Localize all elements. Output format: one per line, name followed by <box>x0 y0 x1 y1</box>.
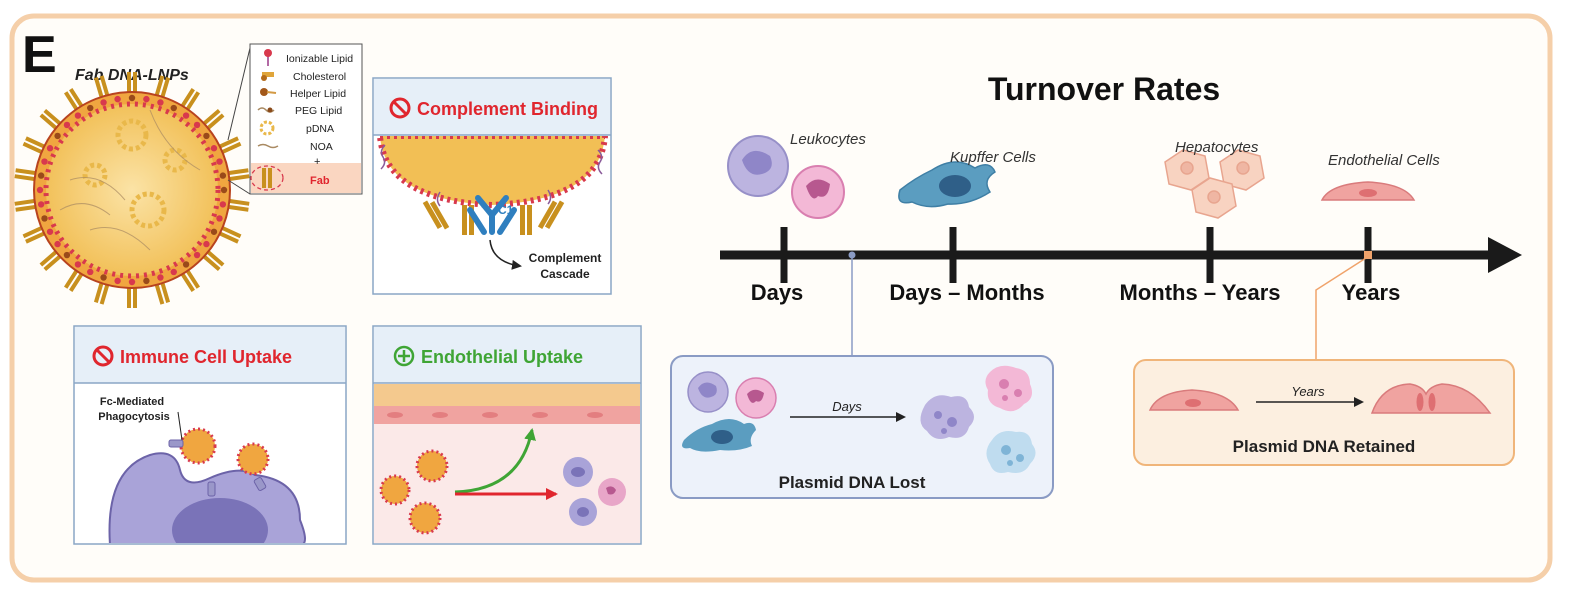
fc-label-line2: Phagocytosis <box>98 411 170 423</box>
ionizable-lipid-icon <box>264 49 272 66</box>
endothelium-layer <box>374 406 640 424</box>
c1-label: C1 <box>498 203 514 217</box>
plasmid-retained-panel: Years Plasmid DNA Retained <box>1133 359 1515 466</box>
turnover-timeline <box>720 227 1522 283</box>
fab-icon <box>127 284 137 308</box>
apoptotic-cells <box>920 365 1036 473</box>
endothelial-title: Endothelial Uptake <box>421 347 583 367</box>
no-icon <box>389 97 411 119</box>
fab-icon <box>93 75 111 102</box>
lnp-membrane <box>43 101 221 279</box>
timeline-arrowhead <box>1488 237 1522 273</box>
complement-title: Complement Binding <box>417 99 598 119</box>
legend-pdna: pDNA <box>306 123 334 135</box>
turnover-title: Turnover Rates <box>988 71 1220 107</box>
endothelial-uptake-arrow <box>454 428 536 494</box>
plasmid-lost-caption: Plasmid DNA Lost <box>779 473 926 492</box>
leukocytes-illustration <box>727 135 845 219</box>
cascade-label-line2: Cascade <box>540 267 590 281</box>
fab-icon <box>224 168 250 182</box>
macrophage-nucleus <box>172 498 268 543</box>
immune-lnp-1 <box>179 427 217 465</box>
retained-arrow-label: Years <box>1291 384 1325 399</box>
lnp-illustration <box>14 72 250 308</box>
legend-fab: Fab <box>310 175 330 187</box>
endothelial-cell-illustration <box>1320 181 1416 201</box>
fab-icon <box>178 266 201 292</box>
tick-days-months: Days – Months <box>889 280 1044 305</box>
fab-icon <box>93 278 111 305</box>
fab-icon <box>63 266 86 292</box>
lnp-title: Fab DNA-LNPs <box>75 67 189 84</box>
tissue-layer <box>374 384 640 406</box>
fab-icon <box>22 136 49 156</box>
fab-icon <box>224 198 250 212</box>
fab-icon <box>199 108 225 133</box>
hepatocytes-illustration <box>1164 149 1265 219</box>
lost-arrow-label: Days <box>832 399 862 414</box>
leukocyte-cluster <box>563 457 626 526</box>
endothelial-nuclei <box>387 412 603 418</box>
no-icon <box>92 345 114 367</box>
label-kupffer-cells: Kupffer Cells <box>950 149 1036 166</box>
fab-icon <box>14 198 40 212</box>
complement-binding-panel: Complement Binding <box>372 77 612 295</box>
plasmid-retained-caption: Plasmid DNA Retained <box>1233 437 1416 456</box>
label-endothelial-cells: Endothelial Cells <box>1328 152 1440 169</box>
lnp-surface <box>376 136 609 209</box>
fc-label-line1: Fc-Mediated <box>100 396 164 408</box>
fab-icon <box>14 168 40 182</box>
legend-cholesterol: Cholesterol <box>293 71 346 83</box>
fab-icon <box>199 247 225 272</box>
fab-icon <box>178 88 201 114</box>
helper-lipid-icon <box>260 88 277 96</box>
fab-icon <box>422 200 565 235</box>
lnp-legend: Ionizable Lipid Cholesterol Helper Lipid… <box>249 43 363 195</box>
legend-noa: NOA <box>310 141 333 153</box>
fab-icon <box>153 278 171 305</box>
fab-icon <box>63 88 86 114</box>
lnp-lipid-dots <box>36 94 228 286</box>
fab-icon <box>39 247 65 272</box>
plasmid-lost-panel: Days Plasmid DNA Lost <box>670 355 1054 499</box>
c1-complex-icon <box>467 195 517 235</box>
cascade-arrow <box>489 239 522 270</box>
plus-icon <box>393 345 415 367</box>
legend-plus: + <box>314 156 320 168</box>
label-leukocytes: Leukocytes <box>790 131 866 148</box>
fab-icon <box>215 224 242 244</box>
kupffer-cell-illustration <box>898 161 996 208</box>
panel-letter: E <box>22 26 57 84</box>
tick-months-years: Months – Years <box>1120 280 1281 305</box>
immune-title: Immune Cell Uptake <box>120 347 292 367</box>
legend-peg-lipid: PEG Lipid <box>295 105 342 117</box>
endothelial-uptake-panel: Endothelial Uptake <box>372 325 642 545</box>
fab-icon <box>127 72 137 96</box>
tick-days: Days <box>751 280 804 305</box>
tick-years: Years <box>1342 280 1401 305</box>
cascade-label-line1: Complement <box>529 251 602 265</box>
fab-icon <box>153 75 171 102</box>
cholesterol-icon <box>261 72 274 81</box>
fab-icon <box>22 224 49 244</box>
immune-uptake-panel: Immune Cell Uptake Fc-Mediated Phagocyto… <box>73 325 347 545</box>
legend-ionizable-lipid: Ionizable Lipid <box>286 53 353 65</box>
label-hepatocytes: Hepatocytes <box>1175 139 1259 156</box>
noa-icon <box>257 143 279 149</box>
fab-icon <box>215 136 242 156</box>
endothelial-lnps <box>379 449 449 535</box>
fab-icon <box>39 108 65 133</box>
lnp-fab-ring <box>14 72 250 308</box>
peg-lipid-icon <box>257 107 275 113</box>
immune-lnp-2 <box>236 442 270 476</box>
pdna-icon <box>259 120 275 136</box>
fab-icon <box>250 165 284 191</box>
lost-leukocytes <box>682 371 777 452</box>
legend-helper-lipid: Helper Lipid <box>290 88 346 100</box>
